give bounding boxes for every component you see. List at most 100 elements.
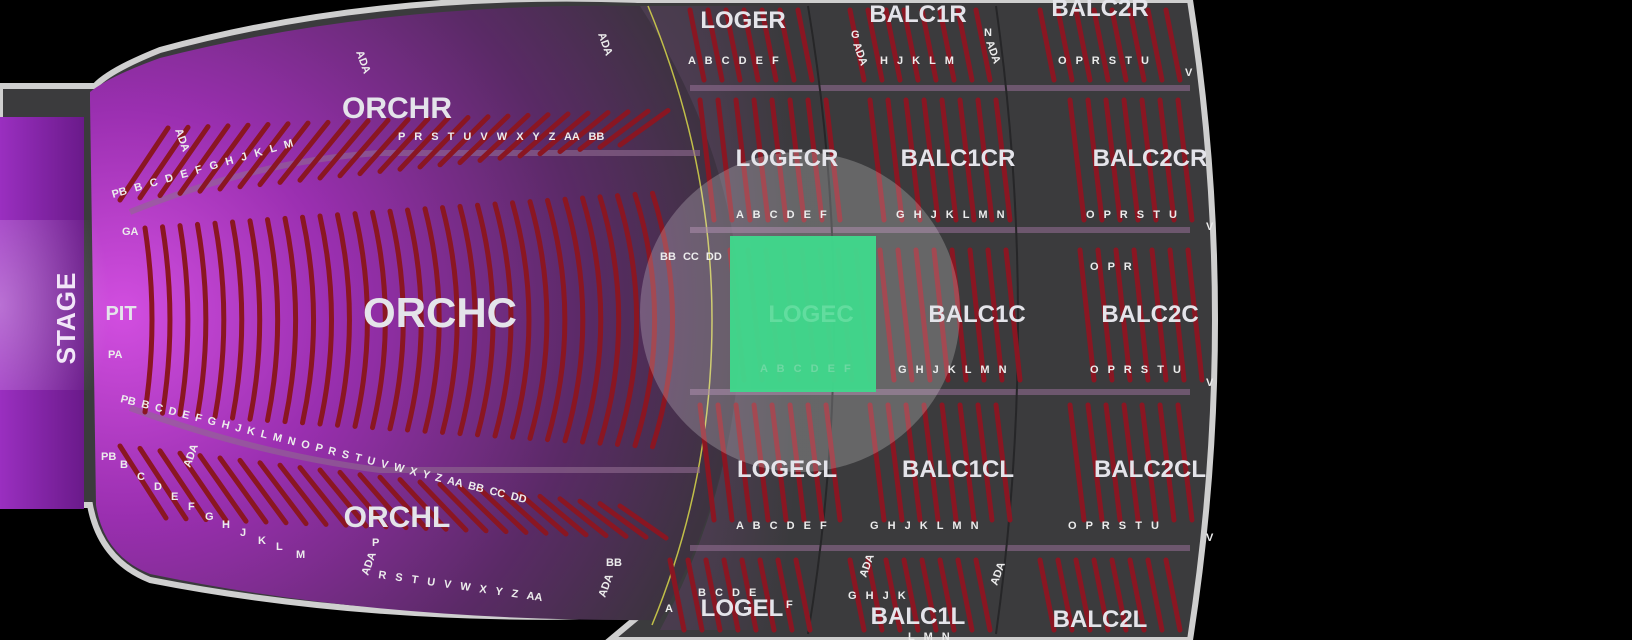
- section-balc1cr[interactable]: BALC1CR: [901, 145, 1016, 172]
- row-label-ga: GA: [122, 226, 139, 238]
- seat-row: [650, 190, 675, 450]
- seat-row: [160, 224, 173, 416]
- seat-row: [475, 202, 496, 438]
- seat-row: [921, 97, 941, 223]
- seat-row: [823, 402, 843, 523]
- seat-row: [1109, 557, 1129, 633]
- section-balc2cl[interactable]: BALC2CL: [1094, 456, 1206, 483]
- row-label-d: D: [154, 481, 162, 493]
- section-logec-selected[interactable]: [730, 236, 876, 392]
- seat-row: [1091, 557, 1111, 633]
- seat-row: [775, 557, 795, 633]
- section-logecl[interactable]: LOGECL: [737, 456, 837, 483]
- seat-row: [919, 7, 939, 83]
- seat-row: [497, 112, 551, 161]
- section-loger[interactable]: LOGER: [700, 7, 785, 34]
- seat-row: [1073, 557, 1093, 633]
- seat-row: [217, 122, 271, 192]
- seat-row: [903, 402, 923, 523]
- row-label-p: P: [372, 537, 379, 549]
- seat-row: [1157, 402, 1177, 523]
- seat-row: [510, 200, 532, 440]
- seat-row: [1067, 402, 1087, 523]
- section-balc2c[interactable]: BALC2C: [1101, 301, 1198, 328]
- row-label-v: V: [1206, 377, 1214, 389]
- seat-row: [865, 7, 885, 83]
- seat-row: [1113, 247, 1133, 383]
- seat-row: [751, 402, 771, 523]
- seat-row: [793, 557, 813, 633]
- seat-row: [787, 97, 807, 223]
- section-logel[interactable]: LOGEL: [701, 595, 784, 622]
- stage-label: STAGE: [51, 272, 81, 365]
- seat-row: [230, 219, 245, 421]
- seat-row: [957, 97, 977, 223]
- row-label-v: V: [1185, 67, 1193, 79]
- seat-row: [805, 97, 825, 223]
- section-balc2l[interactable]: BALC2L: [1053, 606, 1148, 633]
- seat-row: [901, 557, 921, 633]
- seat-row: [517, 491, 569, 537]
- row-label-v: V: [1206, 221, 1214, 233]
- seat-row: [297, 119, 351, 183]
- section-balc1l[interactable]: BALC1L: [871, 603, 966, 630]
- section-balc1c[interactable]: BALC1C: [928, 301, 1025, 328]
- seat-row: [545, 197, 568, 443]
- seat-row: [212, 220, 227, 420]
- row-label-f: F: [786, 599, 793, 611]
- seat-row: [1163, 7, 1183, 83]
- seat-row: [1095, 247, 1115, 383]
- seat-row: [557, 496, 609, 539]
- seat-row: [955, 557, 975, 633]
- seat-row: [723, 7, 743, 83]
- seat-row: [1067, 97, 1087, 223]
- seat-row: [300, 214, 317, 426]
- seat-row: [1037, 7, 1057, 83]
- seat-row: [1175, 402, 1195, 523]
- seat-row: [921, 402, 941, 523]
- seat-row: [1127, 7, 1147, 83]
- section-balc2r[interactable]: BALC2R: [1051, 0, 1148, 22]
- section-orchl[interactable]: ORCHL: [344, 501, 451, 534]
- section-orchr[interactable]: ORCHR: [342, 92, 452, 125]
- seat-row: [617, 503, 669, 541]
- seat-row: [440, 205, 460, 435]
- row-label-bb: BB: [606, 557, 622, 569]
- seat-row: [517, 111, 571, 159]
- row-labels-balc2cr: O P R S T U: [1086, 209, 1177, 221]
- row-labels-balc2r: O P R S T U: [1058, 55, 1149, 67]
- section-logecr[interactable]: LOGECR: [736, 145, 839, 172]
- seat-row: [317, 467, 369, 529]
- seat-row: [1077, 247, 1097, 383]
- seat-row: [973, 557, 993, 633]
- seat-row: [177, 450, 229, 523]
- section-balc2cr[interactable]: BALC2CR: [1093, 145, 1208, 172]
- section-logec[interactable]: LOGEC: [768, 301, 853, 328]
- seat-row: [975, 402, 995, 523]
- row-label-m: M: [296, 549, 305, 561]
- seat-row: [397, 115, 451, 172]
- seat-row: [957, 402, 977, 523]
- section-balc1r[interactable]: BALC1R: [869, 1, 966, 28]
- section-balc1cl[interactable]: BALC1CL: [902, 456, 1014, 483]
- seat-row: [883, 7, 903, 83]
- section-pit[interactable]: PIT: [105, 303, 136, 325]
- row-labels-orchc-back: BB CC DD: [660, 251, 722, 263]
- row-labels-balc1cr: G H J K L M N: [896, 209, 1005, 221]
- seat-row: [1139, 97, 1159, 223]
- section-orchc[interactable]: ORCHC: [363, 289, 517, 336]
- seat-row: [1157, 97, 1177, 223]
- seat-row: [197, 453, 249, 524]
- seat-row: [703, 557, 723, 633]
- seat-row: [562, 196, 586, 444]
- seat-row: [277, 119, 331, 185]
- row-label-e: E: [171, 491, 178, 503]
- seat-row: [1185, 247, 1205, 383]
- row-label-g: G: [851, 29, 860, 41]
- row-labels-logec: A B C D E F: [760, 363, 851, 375]
- seat-row: [903, 97, 923, 223]
- seat-row: [437, 114, 491, 168]
- seat-row: [705, 7, 725, 83]
- seat-row: [477, 486, 529, 535]
- seat-row: [405, 207, 424, 433]
